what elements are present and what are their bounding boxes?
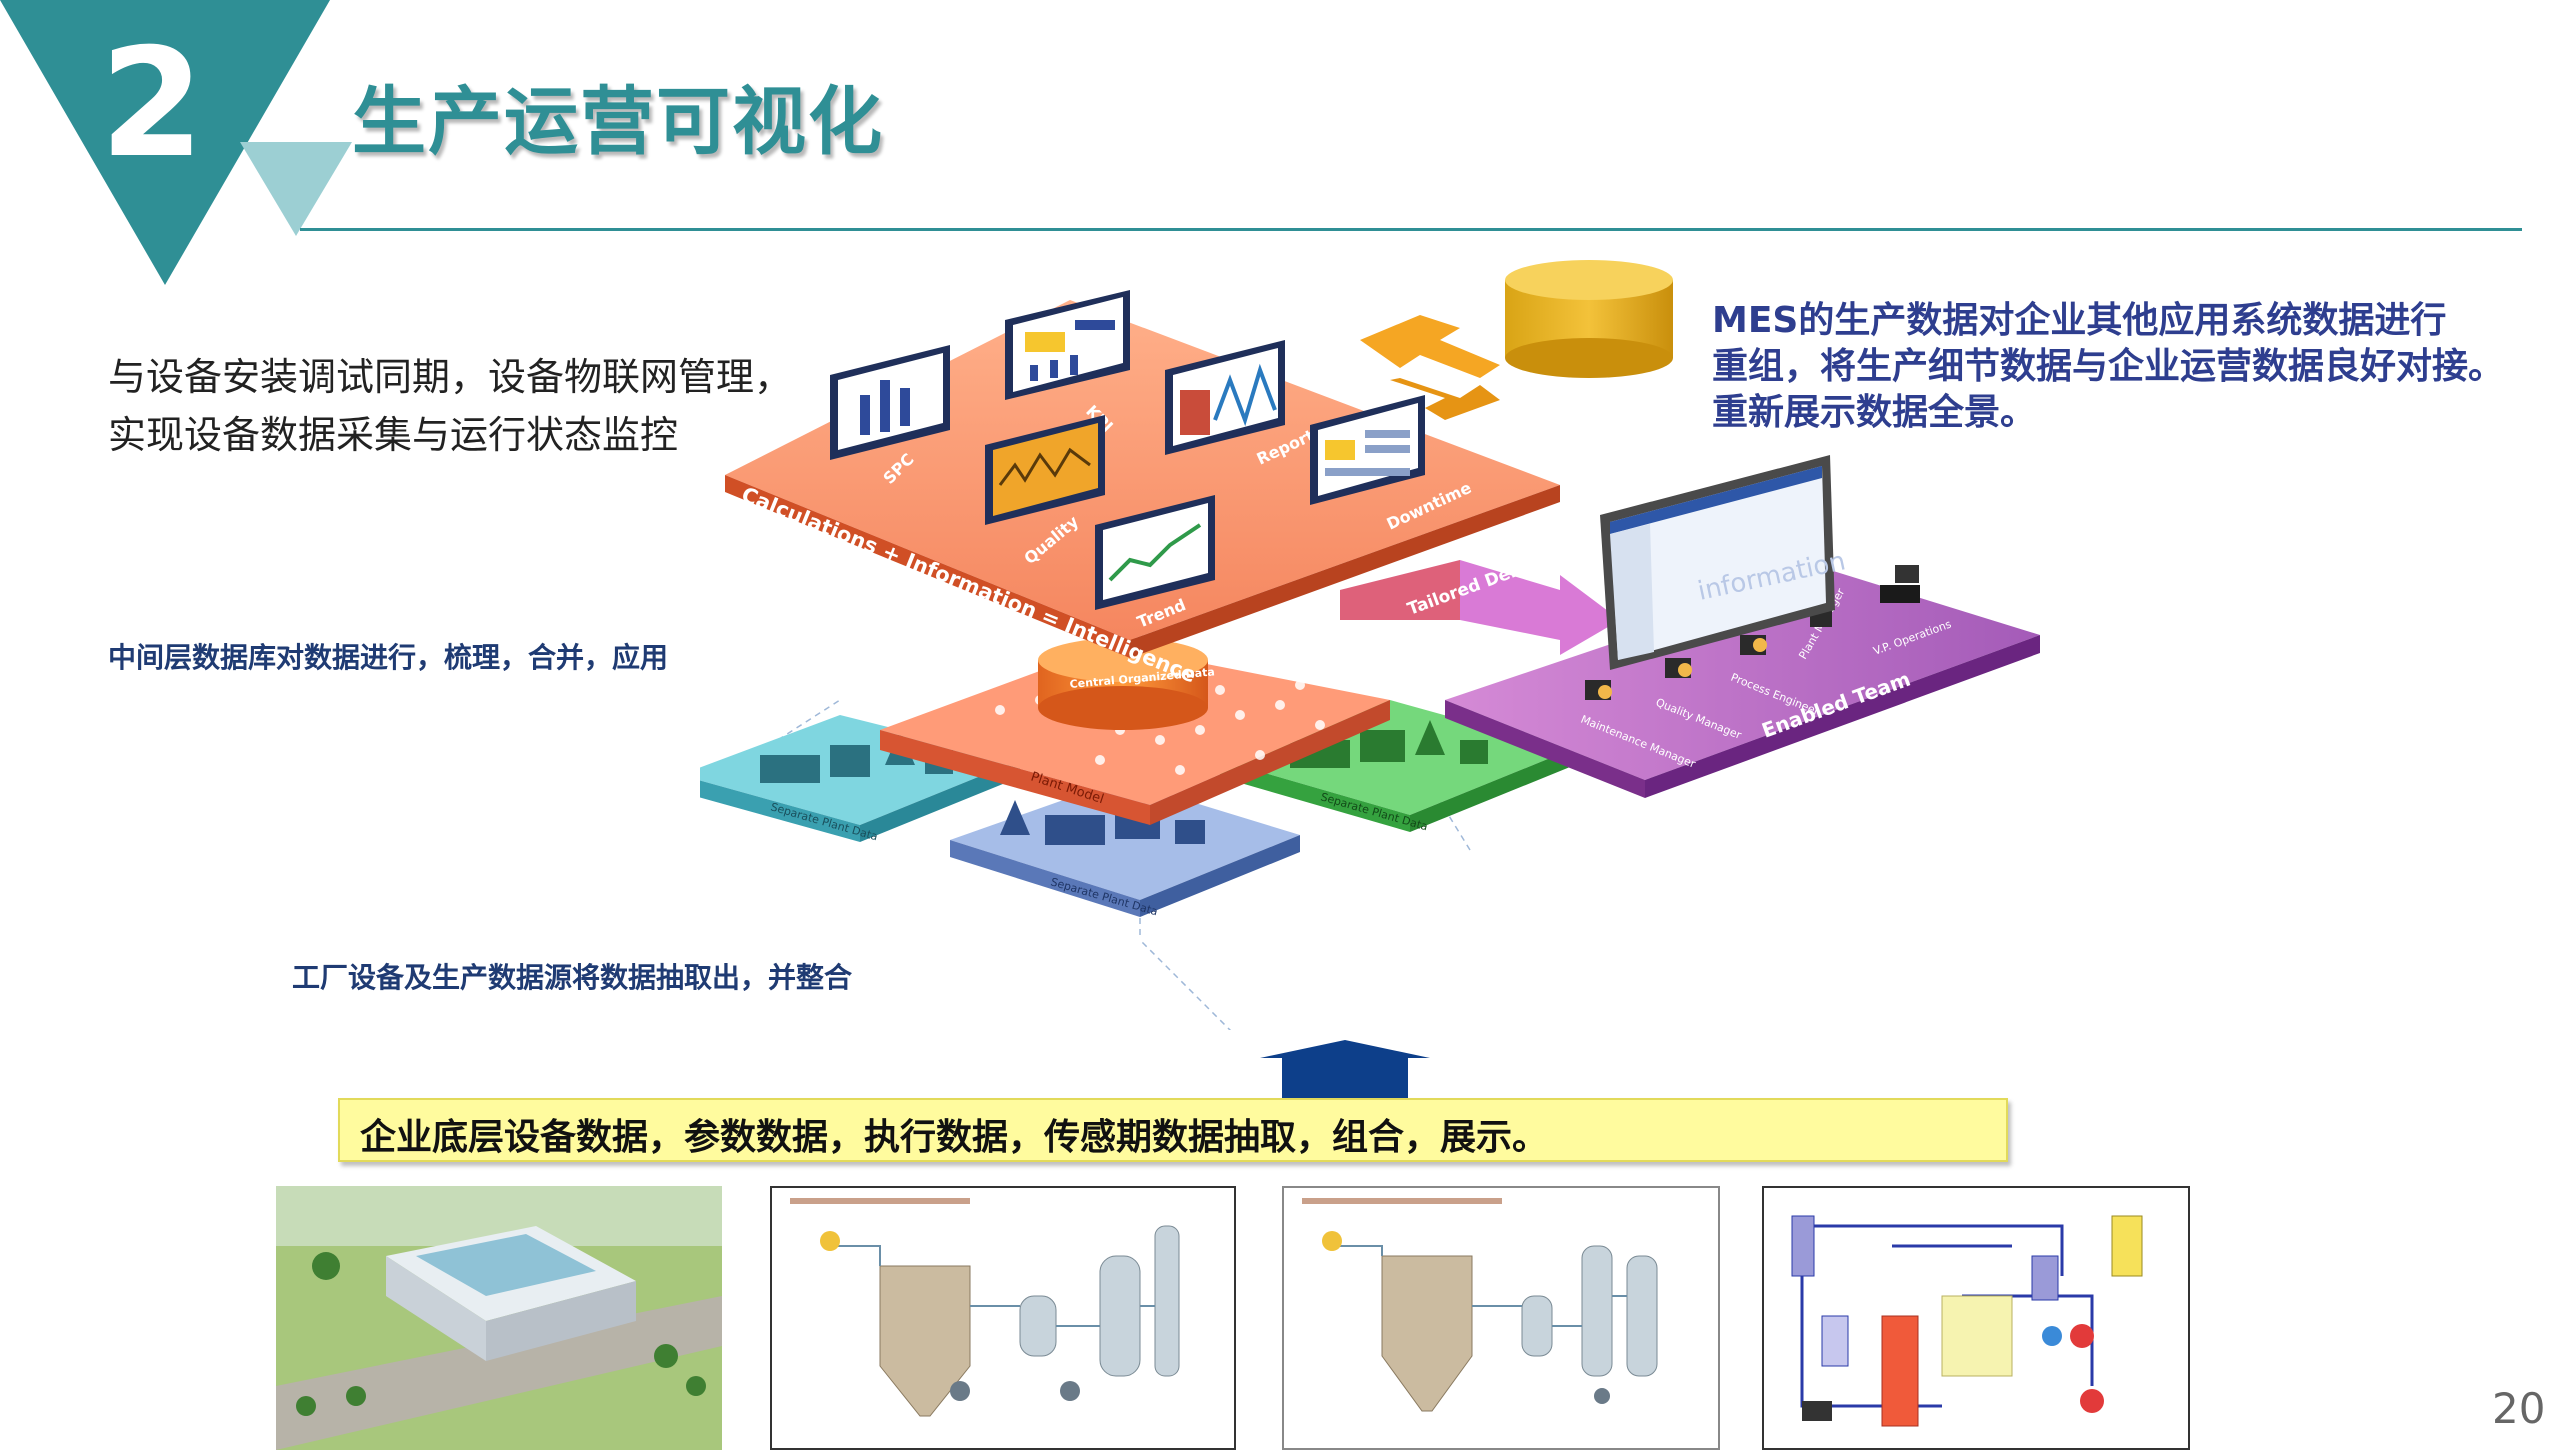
process-diagram-2 <box>1282 1186 1720 1450</box>
mes-architecture-diagram: Separate Plant Data Separate Plant Data … <box>700 260 2040 1030</box>
page-title: 生产运营可视化 <box>352 79 884 165</box>
left-description: 与设备安装调试同期，设备物联网管理， 实现设备数据采集与运行状态监控 <box>108 348 808 464</box>
exchange-arrows-icon <box>1360 315 1500 420</box>
screen-kpi: KPI <box>1005 290 1130 436</box>
factory-aerial-photo <box>276 1186 722 1450</box>
left-description-line-2: 实现设备数据采集与运行状态监控 <box>108 413 679 457</box>
title-divider <box>300 228 2522 231</box>
enabled-team-layer: Enabled Team Maintenance Manager Quality… <box>1445 570 2040 798</box>
left-description-line-1: 与设备安装调试同期，设备物联网管理， <box>108 355 793 399</box>
process-diagram-3 <box>1762 1186 2190 1450</box>
enterprise-database-icon <box>1505 260 1673 378</box>
right-description-line-2: 重组，将生产细节数据与企业运营数据良好对接。 <box>1712 346 2505 387</box>
section-number: 2 <box>99 17 205 191</box>
right-description: MES的生产数据对企业其他应用系统数据进行 重组，将生产细节数据与企业运营数据良… <box>1712 298 2532 436</box>
plant-tile-blue: Separate Plant Data <box>950 780 1300 918</box>
screen-spc: SPC <box>830 345 950 488</box>
information-monitor-icon: information <box>1600 455 1848 670</box>
right-description-line-1: MES的生产数据对企业其他应用系统数据进行 <box>1712 300 2447 341</box>
up-arrow-icon <box>1260 1040 1430 1102</box>
process-diagram-1 <box>770 1186 1236 1450</box>
section-badge <box>0 0 352 285</box>
data-summary-text: 企业底层设备数据，参数数据，执行数据，传感期数据抽取，组合，展示。 <box>360 1117 1549 1158</box>
screen-reports: Reports <box>1165 340 1326 469</box>
middle-layer-label: 中间层数据库对数据进行，梳理，合并，应用 <box>108 641 669 674</box>
bottom-layer-label: 工厂设备及生产数据源将数据抽取出，并整合 <box>292 961 853 994</box>
right-description-line-3: 重新展示数据全景。 <box>1712 392 2037 433</box>
data-summary-banner: 企业底层设备数据，参数数据，执行数据，传感期数据抽取，组合，展示。 <box>338 1098 2008 1162</box>
page-number: 20 <box>2492 1384 2546 1433</box>
central-data-cylinder: Central Organized Data <box>1038 638 1215 730</box>
